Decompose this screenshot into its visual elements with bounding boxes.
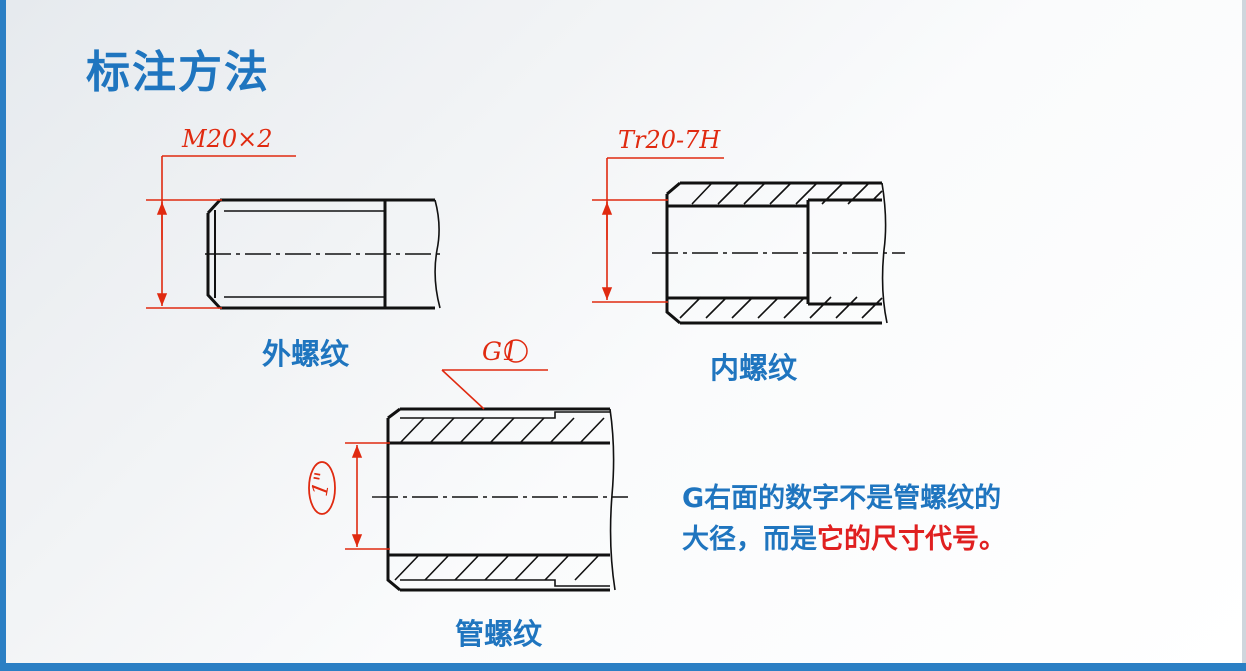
page-title: 标注方法 <box>86 47 270 98</box>
external-dimension: M20×2 <box>146 125 296 309</box>
right-edge-bar <box>1242 0 1246 671</box>
internal-annotation-text: Tr20-7H <box>618 126 721 154</box>
pipe-thread-caption: 管螺纹 <box>455 617 543 651</box>
note-line-2: 大径，而是它的尺寸代号。 <box>682 519 1006 560</box>
external-thread-drawing: M20×2 <box>146 125 445 310</box>
note-highlight: 它的尺寸代号。 <box>817 524 1006 555</box>
left-accent-bar <box>0 0 6 671</box>
internal-thread-caption: 内螺纹 <box>710 351 798 385</box>
pipe-dimension: 1" G1 <box>308 337 548 550</box>
note-line-1: G右面的数字不是管螺纹的 <box>682 483 1002 514</box>
external-thread-caption: 外螺纹 <box>262 337 350 371</box>
internal-dimension: Tr20-7H <box>592 126 724 303</box>
explanation-note: G右面的数字不是管螺纹的 大径，而是它的尺寸代号。 <box>682 478 1006 560</box>
note-line-2-prefix: 大径，而是 <box>682 524 817 555</box>
bottom-accent-bar <box>0 663 1246 671</box>
pipe-thread-drawing: 1" G1 <box>308 337 628 592</box>
pipe-size-label: 1" <box>308 470 337 498</box>
slide <box>6 0 1242 663</box>
external-annotation-text: M20×2 <box>181 125 273 153</box>
pipe-size-circle <box>308 461 336 515</box>
internal-thread-drawing: Tr20-7H <box>592 126 905 325</box>
pipe-annotation-circle <box>504 339 528 363</box>
